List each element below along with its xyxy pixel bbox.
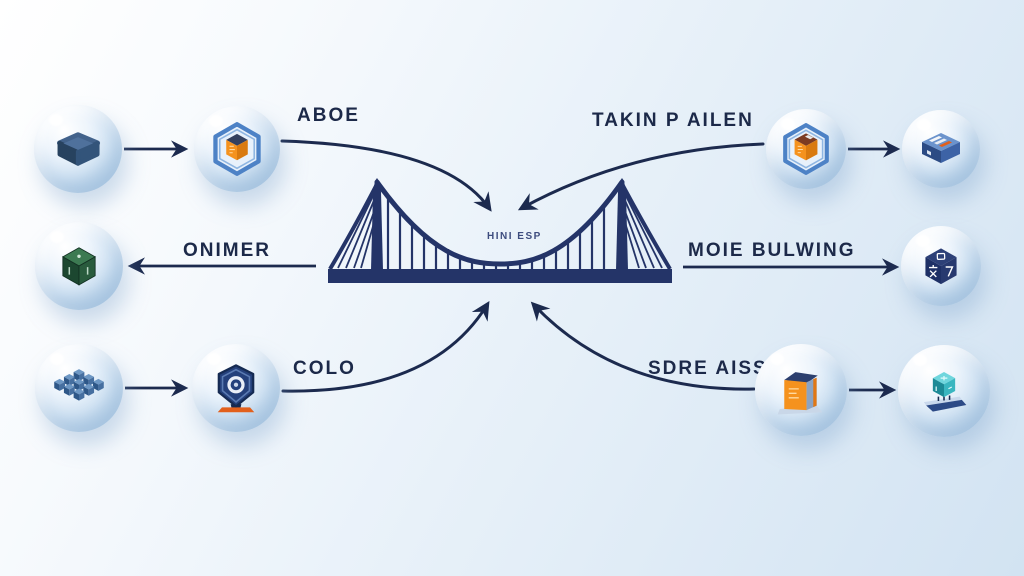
navy-hexagon-shield-icon	[217, 364, 255, 413]
node-teal-chip	[898, 345, 990, 437]
label-bottom-right: SDRE AISS	[648, 358, 768, 379]
node-green-cube	[35, 222, 123, 310]
node-orange-lectern	[755, 344, 847, 436]
arrow-shield-to-bridge	[281, 301, 490, 393]
label-top-right: TAKIN P AILEN	[592, 110, 754, 131]
orange-lectern-icon	[777, 372, 823, 415]
orange-package-in-blue-hexagon-icon	[783, 123, 829, 175]
label-bottom-left: COLO	[293, 358, 356, 379]
teal-chip-on-book-icon	[923, 372, 967, 412]
arrow-hexbox-to-bridge	[280, 139, 492, 212]
bridge-deck	[328, 269, 672, 283]
suspension-bridge	[328, 178, 672, 283]
node-orange-hex-box	[194, 106, 280, 192]
node-cube-cluster	[35, 344, 123, 432]
label-top-left: ABOE	[297, 105, 360, 126]
arrow-package-to-bridge	[517, 142, 765, 211]
bridge-left-outer-cable	[328, 183, 379, 271]
bridge-right-outer-cable	[620, 183, 672, 271]
node-printer	[902, 110, 980, 188]
dark-blue-rounded-box-icon	[57, 132, 101, 166]
label-mid-left: ONIMER	[183, 240, 271, 261]
bridge-label: HINI ESP	[487, 231, 542, 242]
bridge-outer-stays	[337, 191, 663, 269]
blue-printer-icon	[922, 133, 960, 163]
navy-cube-with-glyphs-icon	[925, 248, 957, 285]
orange-cube-in-blue-hexagon-icon	[213, 122, 261, 176]
straight-arrows	[124, 140, 901, 399]
node-hex-shield	[192, 344, 280, 432]
bridge-suspenders	[386, 196, 606, 269]
curved-arrows	[280, 139, 765, 393]
arrow-lectern-to-bridge	[530, 301, 756, 391]
green-cube-icon	[61, 247, 97, 286]
blue-cube-cluster-icon	[54, 369, 104, 401]
label-mid-right: MOIE BULWING	[688, 240, 856, 261]
node-blue-box	[34, 105, 122, 193]
node-orange-hex-package	[766, 109, 846, 189]
bridge-main-cable	[374, 179, 625, 267]
node-navy-glyph-cube	[901, 226, 981, 306]
